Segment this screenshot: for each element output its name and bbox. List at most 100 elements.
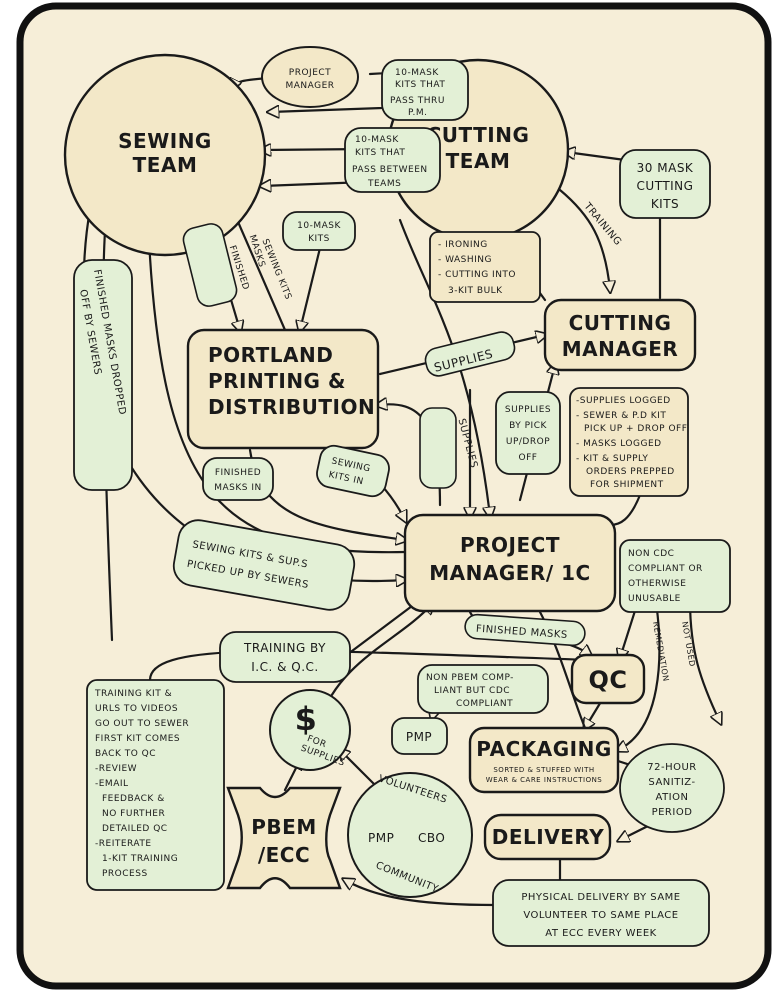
diagram-text: DISTRIBUTION	[208, 395, 375, 419]
diagram-text: - WASHING	[438, 255, 492, 265]
pmp-node: PMP	[391, 717, 448, 755]
diagram-text: DELIVERY	[492, 825, 604, 849]
diagram-text: MANAGER	[562, 337, 679, 361]
pm-top-line-2: MANAGER	[285, 81, 334, 91]
diagram-text: NO FURTHER	[102, 809, 165, 819]
diagram-text: - KIT & SUPPLY	[576, 454, 648, 464]
arrow-cutting-team-to-pmic	[398, 218, 490, 516]
diagram-text: 72-HOUR	[647, 762, 697, 773]
diagram-text: 3-KIT BULK	[448, 286, 503, 296]
diagram-text: COMPLIANT	[456, 699, 513, 709]
diagram-text: 30 MASK	[637, 161, 694, 175]
arrow-training	[558, 188, 610, 290]
diagram-text: PORTLAND	[208, 343, 333, 367]
delivery-node: DELIVERY	[483, 813, 612, 861]
project-manager-ic-node: PROJECT MANAGER/ 1C	[403, 513, 617, 613]
label-kits-between-teams: 10-MASK KITS THAT PASS BETWEEN TEAMS	[344, 127, 441, 193]
diagram-text: -REVIEW	[95, 764, 137, 774]
dollar-icon: $	[295, 700, 318, 738]
diagram-text: /ECC	[258, 843, 310, 867]
arrow-noncdc-remediation	[618, 593, 661, 750]
label-finished-masks-in: FINISHED MASKS IN	[202, 457, 274, 501]
label-sanitization: 72-HOUR SANITIZ- ATION PERIOD	[619, 743, 725, 833]
diagram-text: P.M.	[408, 108, 428, 118]
label-physical-delivery: PHYSICAL DELIVERY BY SAME VOLUNTEER TO S…	[492, 879, 710, 947]
label-kits-thru-pm: 10-MASK KITS THAT PASS THRU P.M.	[381, 59, 469, 121]
diagram-text: QC	[588, 666, 627, 694]
diagram-text: AT ECC EVERY WEEK	[545, 928, 656, 939]
diagram-text: - SEWER & P.D KIT	[576, 411, 666, 421]
sewing-team-line-2: TEAM	[133, 153, 198, 177]
diagram-text: VOLUNTEER TO SAME PLACE	[523, 910, 678, 921]
diagram-text: OFF	[519, 453, 538, 463]
diagram-text: PASS BETWEEN	[352, 165, 428, 175]
label-sewing-kits-picked: SEWING KITS & SUP.S PICKED UP BY SEWERS	[172, 519, 356, 611]
arrow-qc-to-packaging	[585, 698, 604, 728]
diagram-text: - CUTTING INTO	[438, 270, 516, 280]
arrow-volunteers-to-money	[340, 750, 382, 792]
diagram-text: 10-MASK	[297, 221, 341, 231]
diagram-text: PROCESS	[102, 869, 148, 879]
label-ironing: - IRONING - WASHING - CUTTING INTO 3-KIT…	[429, 231, 541, 303]
diagram-text: ATION	[656, 792, 689, 803]
sewing-team-node: SEWING TEAM	[63, 53, 267, 257]
diagram-text: 10-MASK	[355, 135, 399, 145]
label-non-pbem: NON PBEM COMP- LIANT BUT CDC COMPLIANT	[417, 664, 549, 714]
diagram-text: - IRONING	[438, 240, 488, 250]
arrow-sewing-kits	[232, 208, 287, 332]
diagram-text: TRAINING BY	[243, 641, 326, 655]
diagram-text: PASS THRU	[390, 96, 445, 106]
diagram-text: PICK UP + DROP OFF	[584, 424, 687, 434]
diagram-text: FIRST KIT COMES	[95, 734, 180, 744]
arrow-physical-to-pbem	[345, 880, 497, 907]
diagram-text: ORDERS PREPPED	[586, 467, 675, 477]
diagram-text: PBEM	[251, 815, 316, 839]
sewing-team-line-1: SEWING	[118, 129, 212, 153]
diagram-text: CUTTING	[569, 311, 672, 335]
money-node: $ FOR SUPPLIES	[269, 689, 351, 771]
diagram-text: OTHERWISE	[628, 579, 686, 589]
diagram-text: NON CDC	[628, 549, 674, 559]
diagram-text: UP/DROP	[506, 437, 550, 447]
diagram-text: WEAR & CARE INSTRUCTIONS	[486, 776, 603, 784]
diagram-text: CBO	[418, 831, 445, 845]
diagram-text: SANITIZ-	[648, 777, 695, 788]
diagram-text: MASKS IN	[214, 483, 262, 493]
diagram-text: -REITERATE	[95, 839, 152, 849]
arrow-30-to-cutting	[566, 152, 627, 162]
cutting-team-line-2: TEAM	[446, 149, 511, 173]
label-dropped-off: FINISHED MASKS DROPPED OFF BY SEWERS	[73, 259, 133, 491]
arrow-noncdc-not-used	[688, 598, 720, 722]
diagram-text: NON PBEM COMP-	[426, 673, 514, 683]
label-logged: -SUPPLIES LOGGED - SEWER & P.D KIT PICK …	[569, 387, 689, 497]
diagram-text: PRINTING &	[208, 369, 346, 393]
diagram-text: KITS THAT	[355, 148, 405, 158]
diagram-text: FOR SHIPMENT	[590, 480, 664, 490]
label-training-by: TRAINING BY I.C. & Q.C.	[219, 631, 351, 683]
project-manager-top-node: PROJECT MANAGER	[261, 46, 359, 108]
diagram-text: KITS THAT	[395, 80, 445, 90]
diagram-text: TRAINING KIT &	[94, 689, 172, 699]
diagram-text: 1-KIT TRAINING	[102, 854, 178, 864]
label-finished-masks-qc: FINISHED MASKS	[464, 613, 586, 647]
diagram-text: MANAGER/ 1C	[429, 561, 590, 585]
diagram-text: CUTTING	[637, 179, 694, 193]
pm-top-line-1: PROJECT	[289, 68, 331, 78]
diagram-text: - MASKS LOGGED	[576, 439, 662, 449]
label-sewing-kits-in: SEWING KITS IN	[316, 444, 390, 498]
diagram-text: BACK TO QC	[95, 749, 156, 759]
diagram-text: FEEDBACK &	[102, 794, 165, 804]
diagram-shape	[226, 786, 342, 890]
diagram-text: PHYSICAL DELIVERY BY SAME	[521, 892, 680, 903]
diagram-text: BY PICK	[509, 421, 547, 431]
label-30-mask-kits: 30 MASK CUTTING KITS	[619, 149, 711, 219]
diagram-text: PROJECT	[460, 533, 560, 557]
label-10-mask-kits: 10-MASK KITS	[282, 211, 356, 251]
diagram-text: PACKAGING	[476, 737, 611, 761]
label-supplies-pickup: SUPPLIES BY PICK UP/DROP OFF	[495, 391, 561, 475]
diagram-text: -SUPPLIES LOGGED	[576, 396, 671, 406]
diagram-text: KITS	[651, 197, 679, 211]
cutting-manager-node: CUTTING MANAGER	[543, 298, 697, 372]
arrow-training-by	[338, 600, 420, 662]
diagram-text: UNUSABLE	[628, 594, 681, 604]
